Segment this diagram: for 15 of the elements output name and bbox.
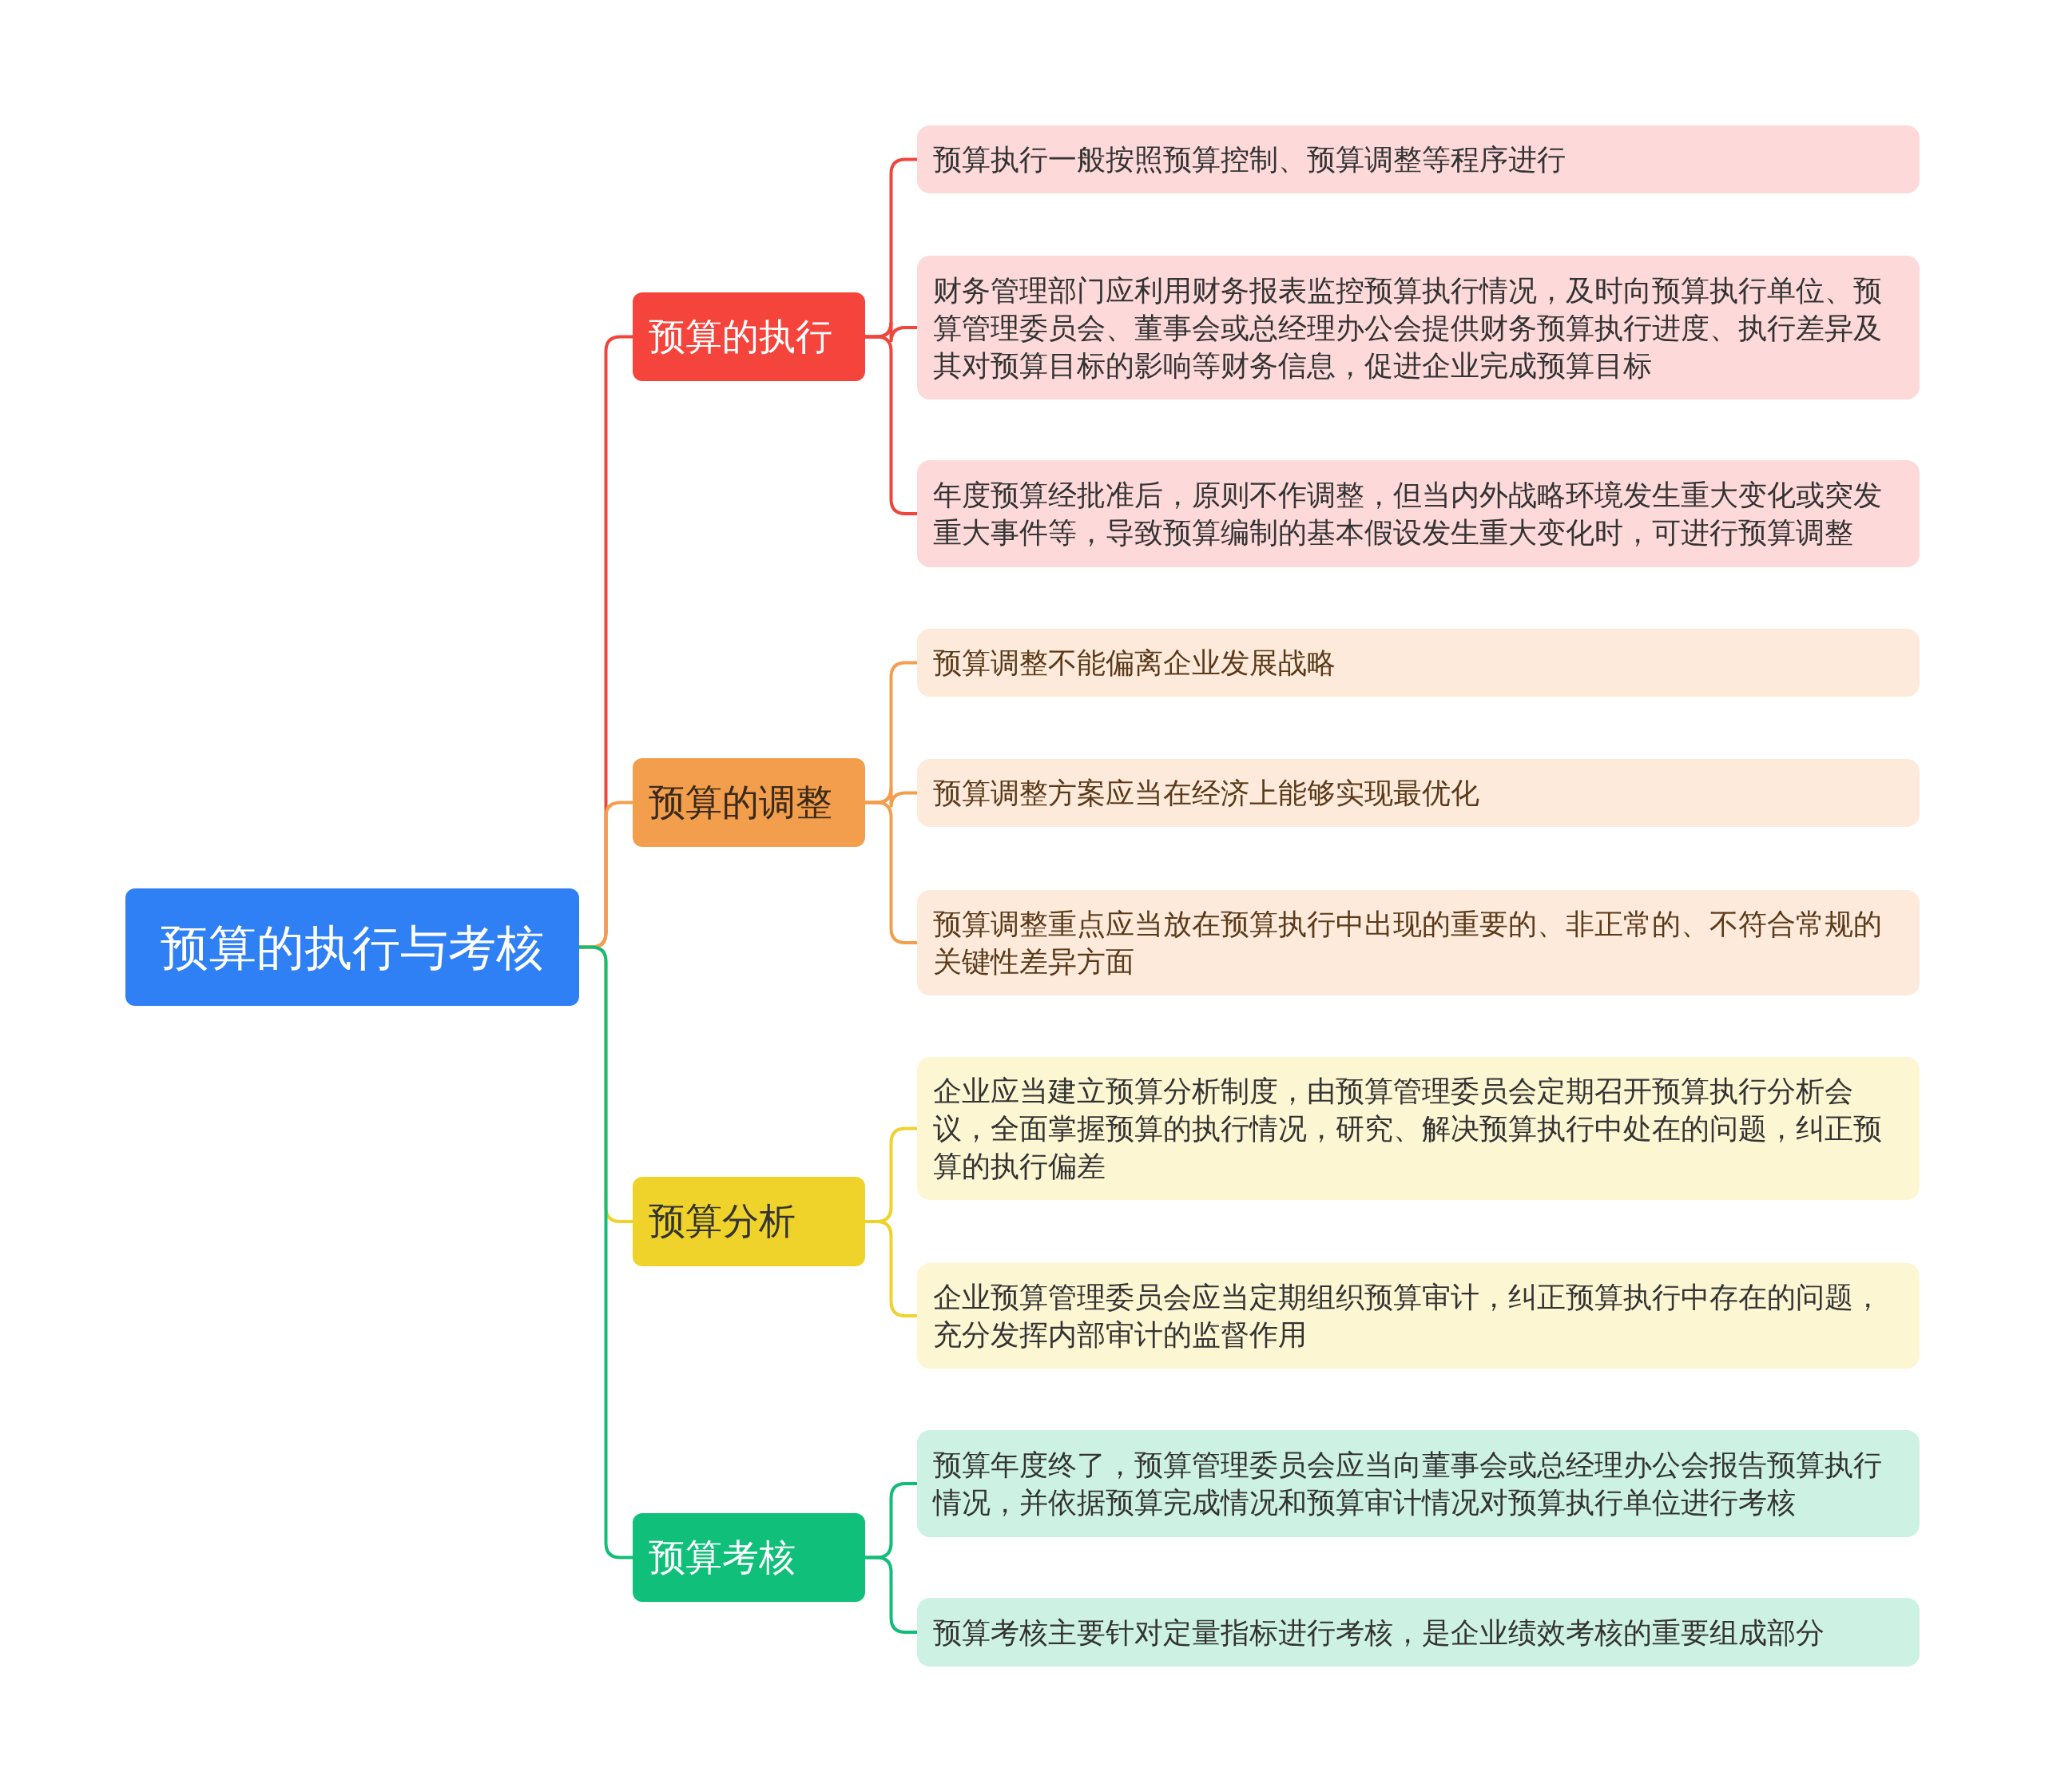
- leaf-topic-box: 预算调整方案应当在经济上能够实现最优化: [917, 759, 1920, 827]
- leaf-topic-box: 预算调整重点应当放在预算执行中出现的重要的、非正常的、不符合常规的关键性差异方面: [917, 890, 1920, 995]
- leaf-topic-box: 预算年度终了，预算管理委员会应当向董事会或总经理办公会报告预算执行情况，并依据预算完成情况和预算审计情况对预算执行单位进行考核: [917, 1430, 1920, 1537]
- leaf-topic-box: 年度预算经批准后，原则不作调整，但当内外战略环境发生重大变化或突发重大事件等，导致预算编制的基本假设发生重大变化时，可进行预算调整: [917, 460, 1920, 567]
- branch-topic-box: 预算的执行: [633, 292, 865, 381]
- leaf-topic-box: 企业预算管理委员会应当定期组织预算审计，纠正预算执行中存在的问题，充分发挥内部审计的监督作用: [917, 1263, 1920, 1369]
- branch-topic-box: 预算的调整: [633, 758, 865, 847]
- leaf-topic-box: 预算调整不能偏离企业发展战略: [917, 629, 1920, 697]
- leaf-topic-box: 预算执行一般按照预算控制、预算调整等程序进行: [917, 125, 1920, 193]
- leaf-topic-box: 企业应当建立预算分析制度，由预算管理委员会定期召开预算执行分析会议，全面掌握预算的执行情况，研究、解决预算执行中处在的问题，纠正预算的执行偏差: [917, 1057, 1920, 1200]
- leaf-topic-box: 预算考核主要针对定量指标进行考核，是企业绩效考核的重要组成部分: [917, 1598, 1920, 1667]
- branch-topic-box: 预算考核: [633, 1513, 865, 1602]
- branch-topic-box: 预算分析: [633, 1177, 865, 1266]
- leaf-topic-box: 财务管理部门应利用财务报表监控预算执行情况，及时向预算执行单位、预算管理委员会、董事会或总经理办公会提供财务预算执行进度、执行差异及其对预算目标的影响等财务信息，促进企业完成预算目标: [917, 256, 1920, 399]
- root-topic-box: 预算的执行与考核: [125, 888, 579, 1006]
